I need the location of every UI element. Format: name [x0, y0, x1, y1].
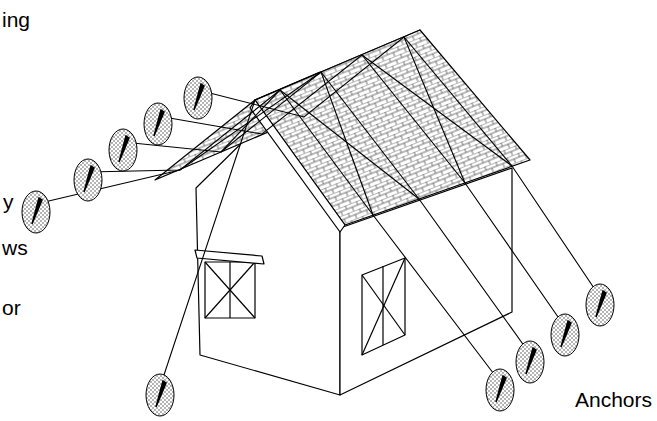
tie-down-ropes: [36, 37, 600, 387]
window: [205, 262, 255, 318]
cropped-slide-text: y: [3, 190, 14, 213]
anchor-label: Anchors: [575, 388, 652, 411]
cropped-slide-text: or: [2, 296, 21, 319]
gable-trim: [250, 100, 345, 232]
cropped-slide-text: ws: [2, 236, 28, 259]
door: [362, 258, 405, 355]
roof-right: [255, 30, 530, 225]
window-awning: [195, 250, 264, 264]
ground-anchors: [22, 77, 614, 416]
cropped-slide-text: ing: [2, 8, 30, 31]
